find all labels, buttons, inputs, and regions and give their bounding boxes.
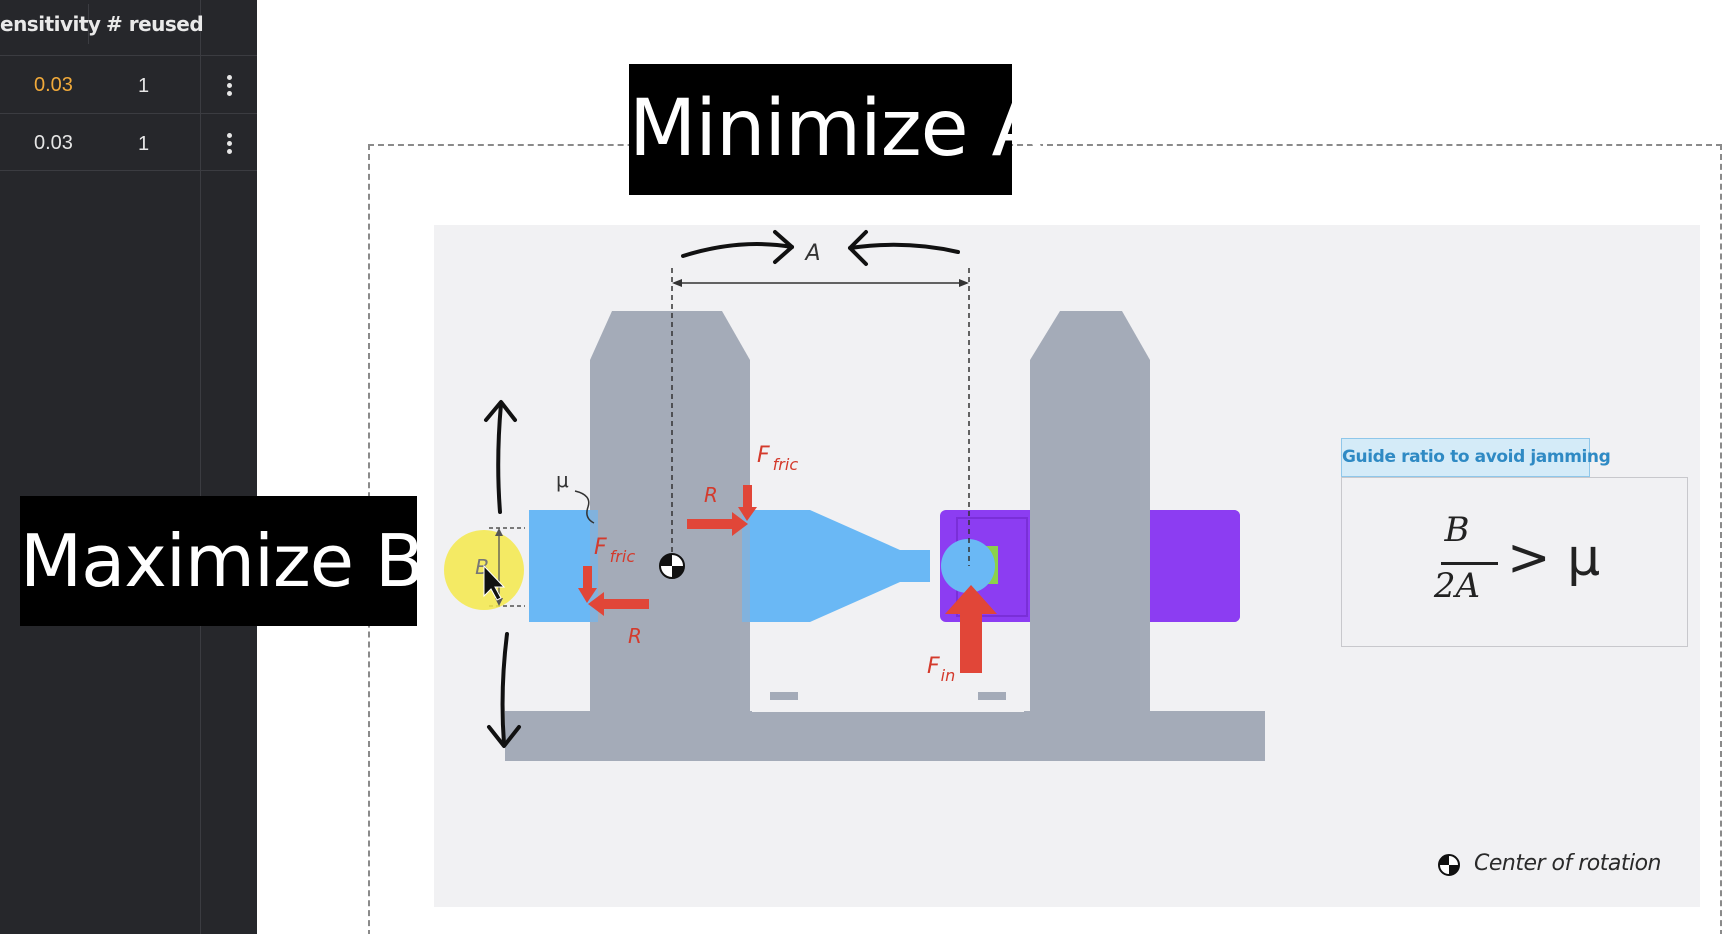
- legend-center-of-rotation-icon: [1438, 854, 1460, 876]
- sensitivity-cell: 0.03: [34, 132, 73, 154]
- row-divider: [0, 113, 257, 114]
- sensitivity-cell: 0.03: [34, 74, 73, 96]
- f-in-sub: in: [941, 666, 956, 685]
- left-post: [590, 311, 750, 711]
- guide-ratio-title: Guide ratio to avoid jamming: [1341, 438, 1611, 477]
- minimize-a-label: Minimize A: [629, 64, 1045, 195]
- f-fric-left-label: F: [594, 535, 607, 560]
- dimension-a-label: A: [803, 241, 820, 266]
- guide-ratio-formula-card: B 2A > μ: [1341, 477, 1688, 647]
- center-of-rotation-caption: Center of rotation: [1474, 851, 1662, 876]
- column-header-reused[interactable]: # reused: [106, 12, 204, 36]
- reused-cell: 1: [138, 133, 150, 155]
- reused-cell: 1: [138, 75, 150, 97]
- row-menu-icon[interactable]: [217, 126, 241, 160]
- column-divider: [200, 0, 201, 934]
- reaction-right-label: R: [704, 483, 718, 507]
- row-divider: [0, 170, 257, 171]
- input-force-arrow: [945, 585, 997, 673]
- formula-denominator: 2A: [1433, 566, 1481, 606]
- reaction-left-label: R: [628, 624, 642, 648]
- f-fric-right-sub: fric: [773, 455, 799, 474]
- center-of-rotation-icon: [659, 553, 685, 579]
- data-table-panel: ensitivity # reused 0.03 1 0.03 1: [0, 0, 257, 934]
- mouse-pointer-icon: [483, 564, 506, 601]
- f-in-label: F: [927, 654, 940, 679]
- f-fric-right-label: F: [757, 443, 770, 468]
- svg-text:Fin: Fin: [927, 654, 955, 685]
- guide-rod: [529, 510, 590, 622]
- formula-relation: > μ: [1507, 528, 1601, 588]
- friction-force-left-arrow: [578, 566, 597, 603]
- base-plate: [505, 711, 1265, 761]
- mu-label: μ: [556, 468, 569, 492]
- row-divider: [0, 55, 257, 56]
- reaction-force-left-arrow: [588, 592, 649, 616]
- column-divider: [88, 4, 89, 44]
- maximize-b-label: Maximize B: [20, 496, 424, 626]
- reaction-force-right-arrow: [687, 512, 748, 536]
- formula-numerator: B: [1444, 510, 1470, 550]
- f-fric-left-sub: fric: [610, 547, 636, 566]
- row-menu-icon[interactable]: [217, 68, 241, 102]
- formula-fraction-bar: [1441, 562, 1498, 565]
- friction-force-right-arrow: [738, 485, 757, 521]
